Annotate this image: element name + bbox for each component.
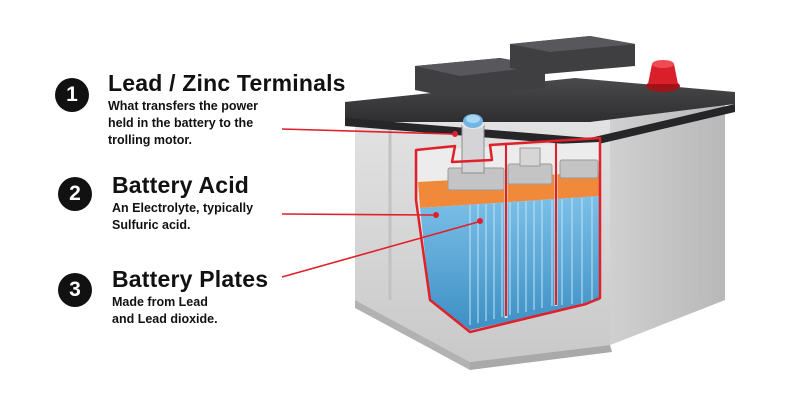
callout-description-line: trolling motor. <box>108 133 193 147</box>
callout-number-badge: 3 <box>58 273 92 307</box>
positive-terminal-cap <box>646 60 680 92</box>
callout-description: Made from Lead and Lead dioxide. <box>112 294 302 328</box>
cell-outline <box>505 143 557 316</box>
leader-line-acid <box>281 213 434 216</box>
callout-number-badge: 2 <box>58 177 92 211</box>
callout-title: Lead / Zinc Terminals <box>108 70 346 96</box>
callout-description: An Electrolyte, typically Sulfuric acid. <box>112 200 302 234</box>
cutaway-outline <box>414 136 602 334</box>
callout-description-line: What transfers the power <box>108 99 259 113</box>
callout-description: What transfers the power held in the bat… <box>108 98 298 149</box>
leader-line-plates <box>281 221 479 278</box>
battery-lid <box>345 36 735 146</box>
callout-description-line: Made from Lead <box>112 295 208 309</box>
callout-description-line: held in the battery to the <box>108 116 254 130</box>
callout-description-line: An Electrolyte, typically <box>112 201 254 215</box>
callout-description-line: and Lead dioxide. <box>112 312 218 326</box>
callout-number-badge: 1 <box>55 78 89 112</box>
callout-description-line: Sulfuric acid. <box>112 218 191 232</box>
leader-lines <box>281 128 483 278</box>
callout-title: Battery Acid <box>112 172 250 198</box>
leader-line-terminals <box>281 128 453 135</box>
callout-title: Battery Plates <box>112 266 269 292</box>
